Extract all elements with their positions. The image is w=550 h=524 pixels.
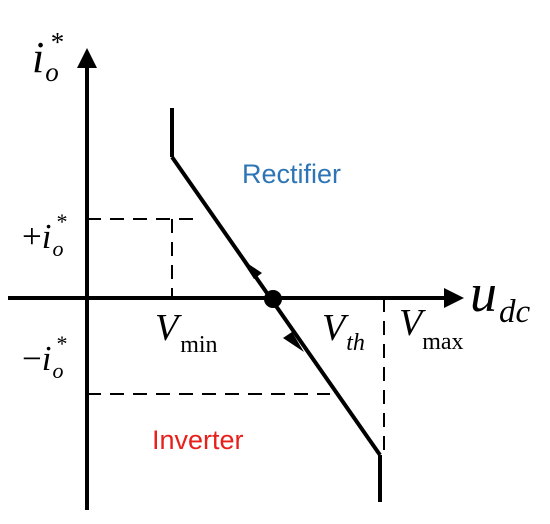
down-direction-arrowhead-icon	[283, 332, 304, 352]
rectifier-label: Rectifier	[242, 159, 341, 189]
pos-current-label: +io*	[22, 209, 67, 261]
inverter-label: Inverter	[152, 425, 244, 455]
operating-point-icon	[264, 290, 282, 308]
vmax-label: Vmax	[399, 302, 464, 355]
neg-current-label: −io*	[22, 331, 67, 383]
x-axis-label: udc	[470, 263, 531, 330]
y-axis-label: io*	[32, 27, 64, 87]
vmin-label: Vmin	[155, 307, 218, 358]
vth-label: Vth	[322, 307, 365, 356]
up-direction-arrowhead-icon	[241, 259, 262, 279]
